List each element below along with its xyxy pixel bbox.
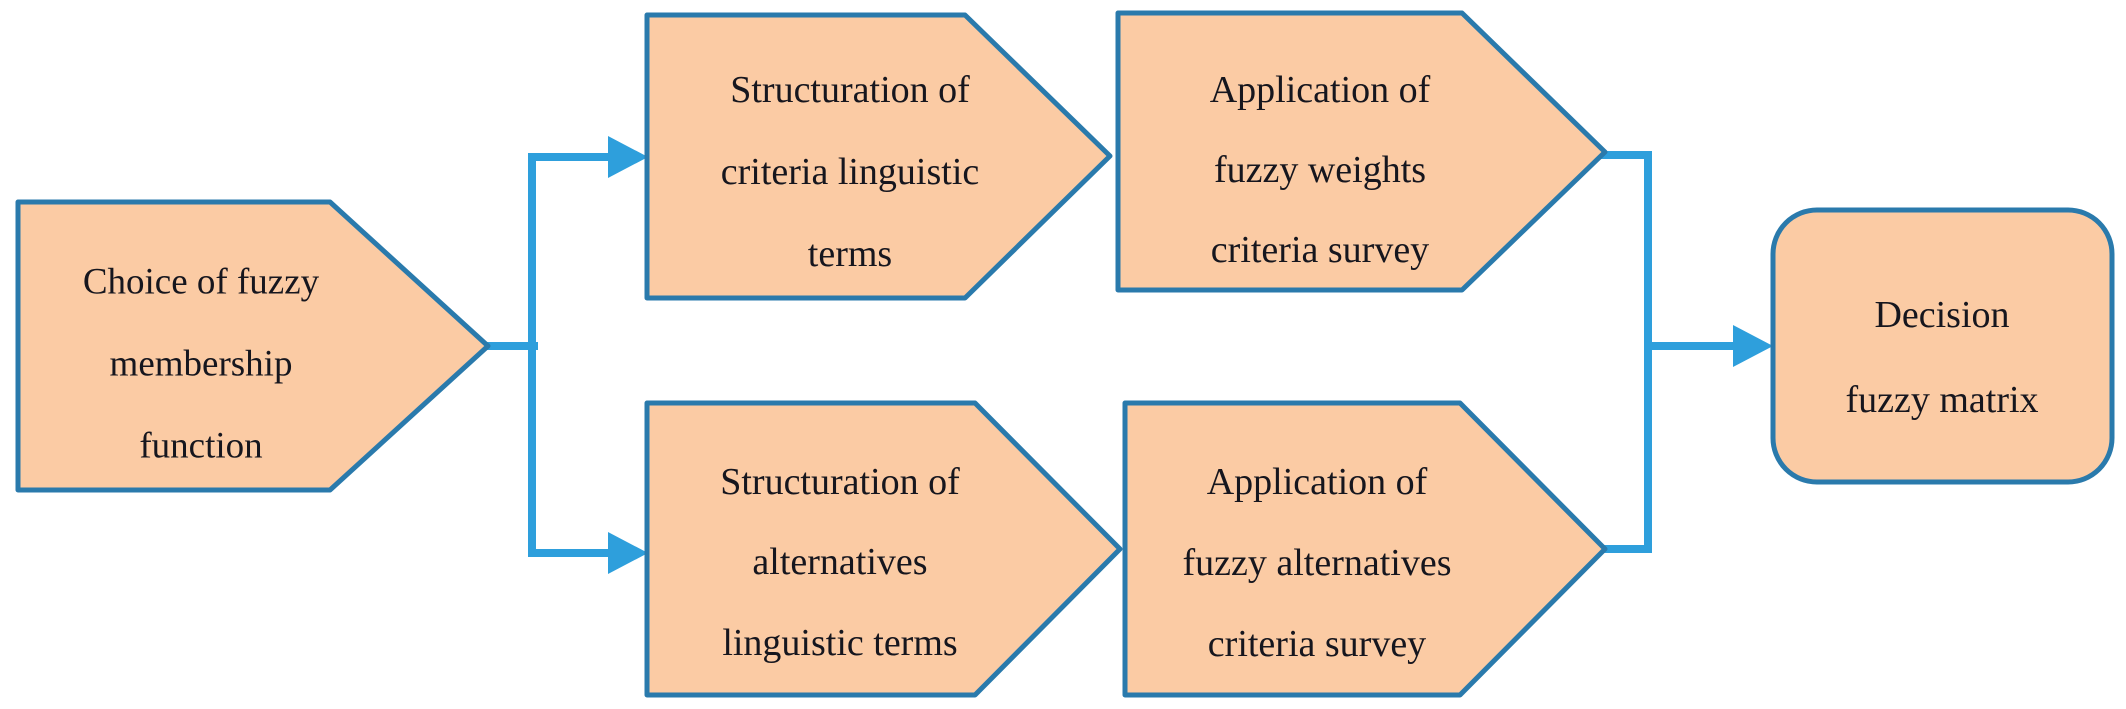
node-text-line: linguistic terms <box>722 622 957 664</box>
pentagon-shape <box>1115 10 1608 293</box>
arrow-right-icon <box>608 136 648 178</box>
arrow-right-icon <box>608 532 648 574</box>
node-text-line: Choice of fuzzy <box>83 262 320 303</box>
node-text-line: Decision <box>1874 294 2009 336</box>
node-text-line: criteria survey <box>1208 623 1426 665</box>
pentagon-shape <box>1122 400 1608 698</box>
node-application-of-fuzzy-alternatives-criteria-survey: Application of fuzzy alternatives criter… <box>1122 400 1608 698</box>
node-text-line: Structuration of <box>720 461 960 503</box>
split-connector <box>484 136 648 574</box>
pentagon-shape <box>644 400 1123 698</box>
node-structuration-of-criteria-linguistic-terms: Structuration of criteria linguistic ter… <box>644 12 1113 301</box>
node-decision-fuzzy-matrix: Decision fuzzy matrix <box>1770 207 2115 485</box>
node-text-line: criteria survey <box>1211 229 1429 271</box>
merge-rail-line <box>1601 151 1652 553</box>
node-application-of-fuzzy-weights-criteria-survey: Application of fuzzy weights criteria su… <box>1115 10 1608 293</box>
pentagon-shape <box>15 199 491 493</box>
node-structuration-of-alternatives-linguistic-terms: Structuration of alternatives linguistic… <box>644 400 1123 698</box>
node-text-line: fuzzy weights <box>1214 149 1426 191</box>
node-text-line: Structuration of <box>730 69 970 111</box>
node-choice-of-fuzzy-membership-function: Choice of fuzzy membership function <box>15 199 491 493</box>
node-text-line: fuzzy alternatives <box>1182 542 1451 584</box>
node-text-line: membership <box>110 344 293 385</box>
pentagon-shape <box>644 12 1113 301</box>
node-text-line: Application of <box>1210 69 1431 111</box>
arrow-right-icon <box>1733 325 1773 367</box>
node-text-line: criteria linguistic <box>721 151 980 193</box>
node-text-line: Application of <box>1207 461 1428 503</box>
node-text-line: fuzzy matrix <box>1845 379 2038 421</box>
merge-connector <box>1601 151 1773 553</box>
split-rail-line <box>528 153 616 557</box>
node-text-line: function <box>139 426 262 467</box>
node-text-line: alternatives <box>752 541 927 583</box>
node-text-line: terms <box>808 233 892 275</box>
rounded-rect-shape <box>1770 207 2115 485</box>
